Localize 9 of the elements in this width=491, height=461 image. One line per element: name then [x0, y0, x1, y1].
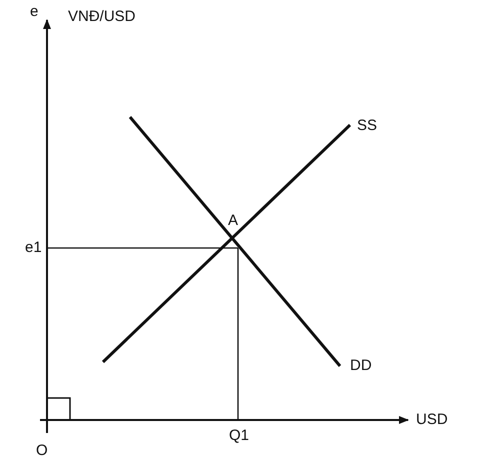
axis-label: e	[30, 4, 38, 19]
origin-label: O	[36, 443, 48, 458]
axis-label: USD	[416, 412, 448, 427]
axis-value-label: e1	[25, 240, 42, 255]
curve-label: DD	[350, 358, 372, 373]
axis-value-label: Q1	[229, 428, 250, 443]
point-label: A	[228, 213, 238, 228]
axis-unit-label: VNĐ/USD	[68, 9, 136, 24]
curve-label: SS	[357, 118, 378, 133]
